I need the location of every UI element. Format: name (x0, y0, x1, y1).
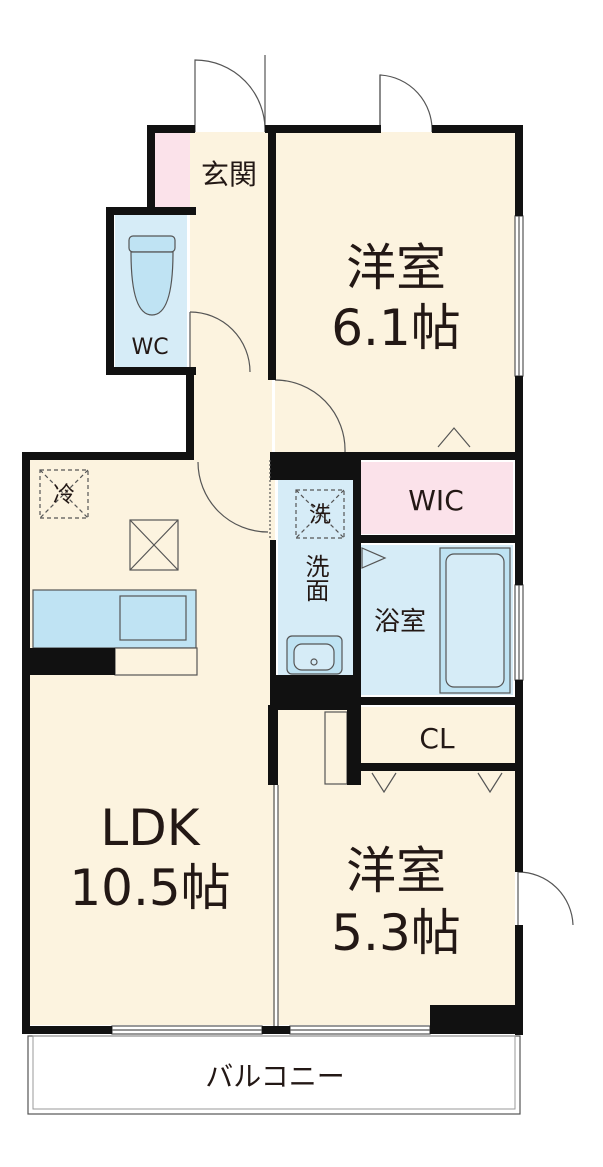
wic-label: WIC (408, 484, 464, 517)
washroom-label-text: 洗面 (301, 554, 329, 602)
western-room-1-name: 洋室 (346, 239, 446, 297)
hall-floor (190, 210, 272, 460)
kitchen-sink (119, 595, 187, 641)
washroom-label: 洗面 (301, 554, 329, 602)
labels: 玄関 WC 洋室 6.1帖 WIC 冷 洗 洗面 浴室 CL LDK 10.5帖… (53, 158, 464, 1093)
western-room-2-floor (278, 707, 515, 1025)
ldk-floor (30, 460, 275, 1025)
door-swings (189, 55, 574, 926)
partitions (269, 460, 279, 1026)
wc-label: WC (131, 335, 168, 360)
fixtures (32, 235, 511, 794)
ldk-name: LDK (100, 799, 200, 857)
entrance-step (155, 132, 190, 210)
fridge-mark: 冷 (53, 483, 75, 508)
closet-label: CL (419, 722, 455, 755)
range-hood (129, 519, 179, 571)
washer-mark: 洗 (309, 503, 331, 528)
balcony-label: バルコニー (205, 1060, 344, 1093)
entrance-label: 玄関 (201, 158, 257, 191)
western-room-2-size: 5.3帖 (331, 904, 461, 962)
walls (22, 125, 523, 1035)
counter-base (114, 647, 198, 676)
toilet-bowl (130, 251, 174, 316)
toilet-tank (128, 235, 176, 253)
balcony (27, 1035, 521, 1115)
wic-floor (360, 462, 513, 534)
western-room-2-name: 洋室 (346, 842, 446, 900)
ldk-size: 10.5帖 (69, 859, 230, 917)
western-room-1-floor (275, 132, 515, 457)
western-room-1-size: 6.1帖 (331, 299, 461, 357)
bathroom-label: 浴室 (374, 607, 426, 637)
entrance-floor (190, 132, 268, 210)
